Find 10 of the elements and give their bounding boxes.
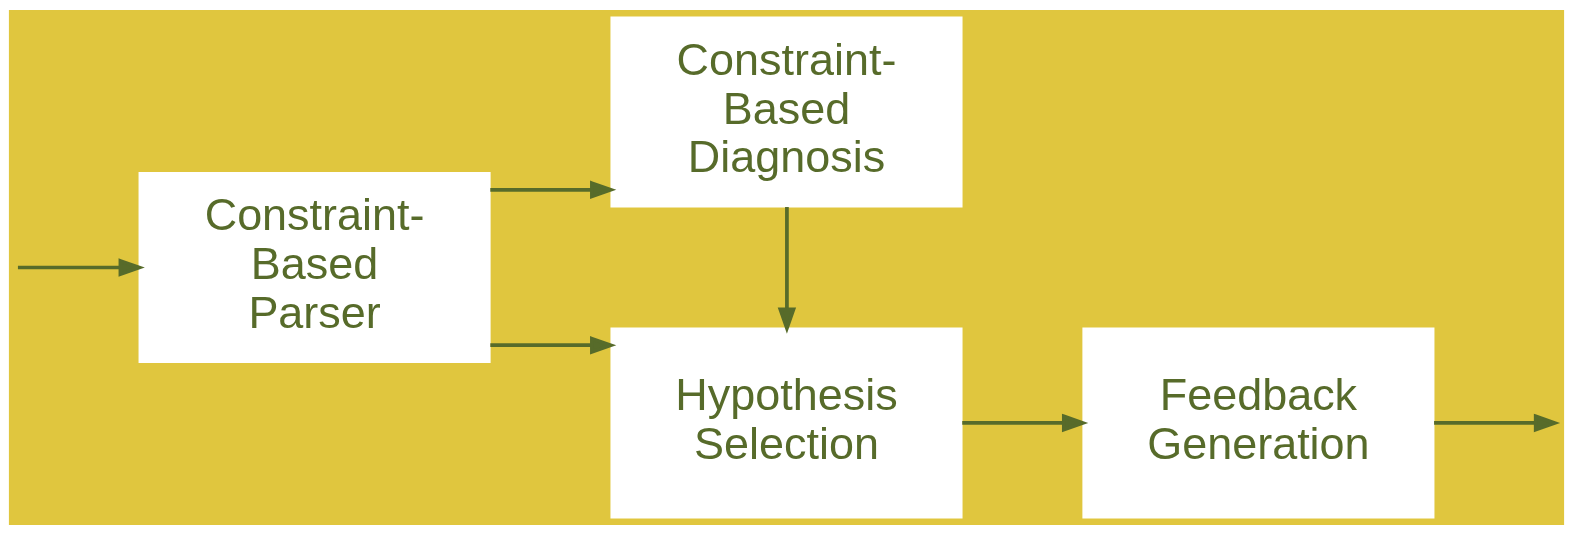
arrow (962, 413, 1089, 433)
node-box: Constraint- Based Parser (138, 172, 491, 363)
arrow (1434, 413, 1561, 433)
arrow (777, 207, 797, 334)
node-box: Constraint- Based Diagnosis (610, 16, 963, 208)
node-box: Hypothesis Selection (610, 327, 963, 519)
arrow (490, 180, 617, 199)
arrow (490, 336, 617, 355)
node-box: Feedback Generation (1082, 327, 1435, 519)
arrow (17, 258, 145, 277)
